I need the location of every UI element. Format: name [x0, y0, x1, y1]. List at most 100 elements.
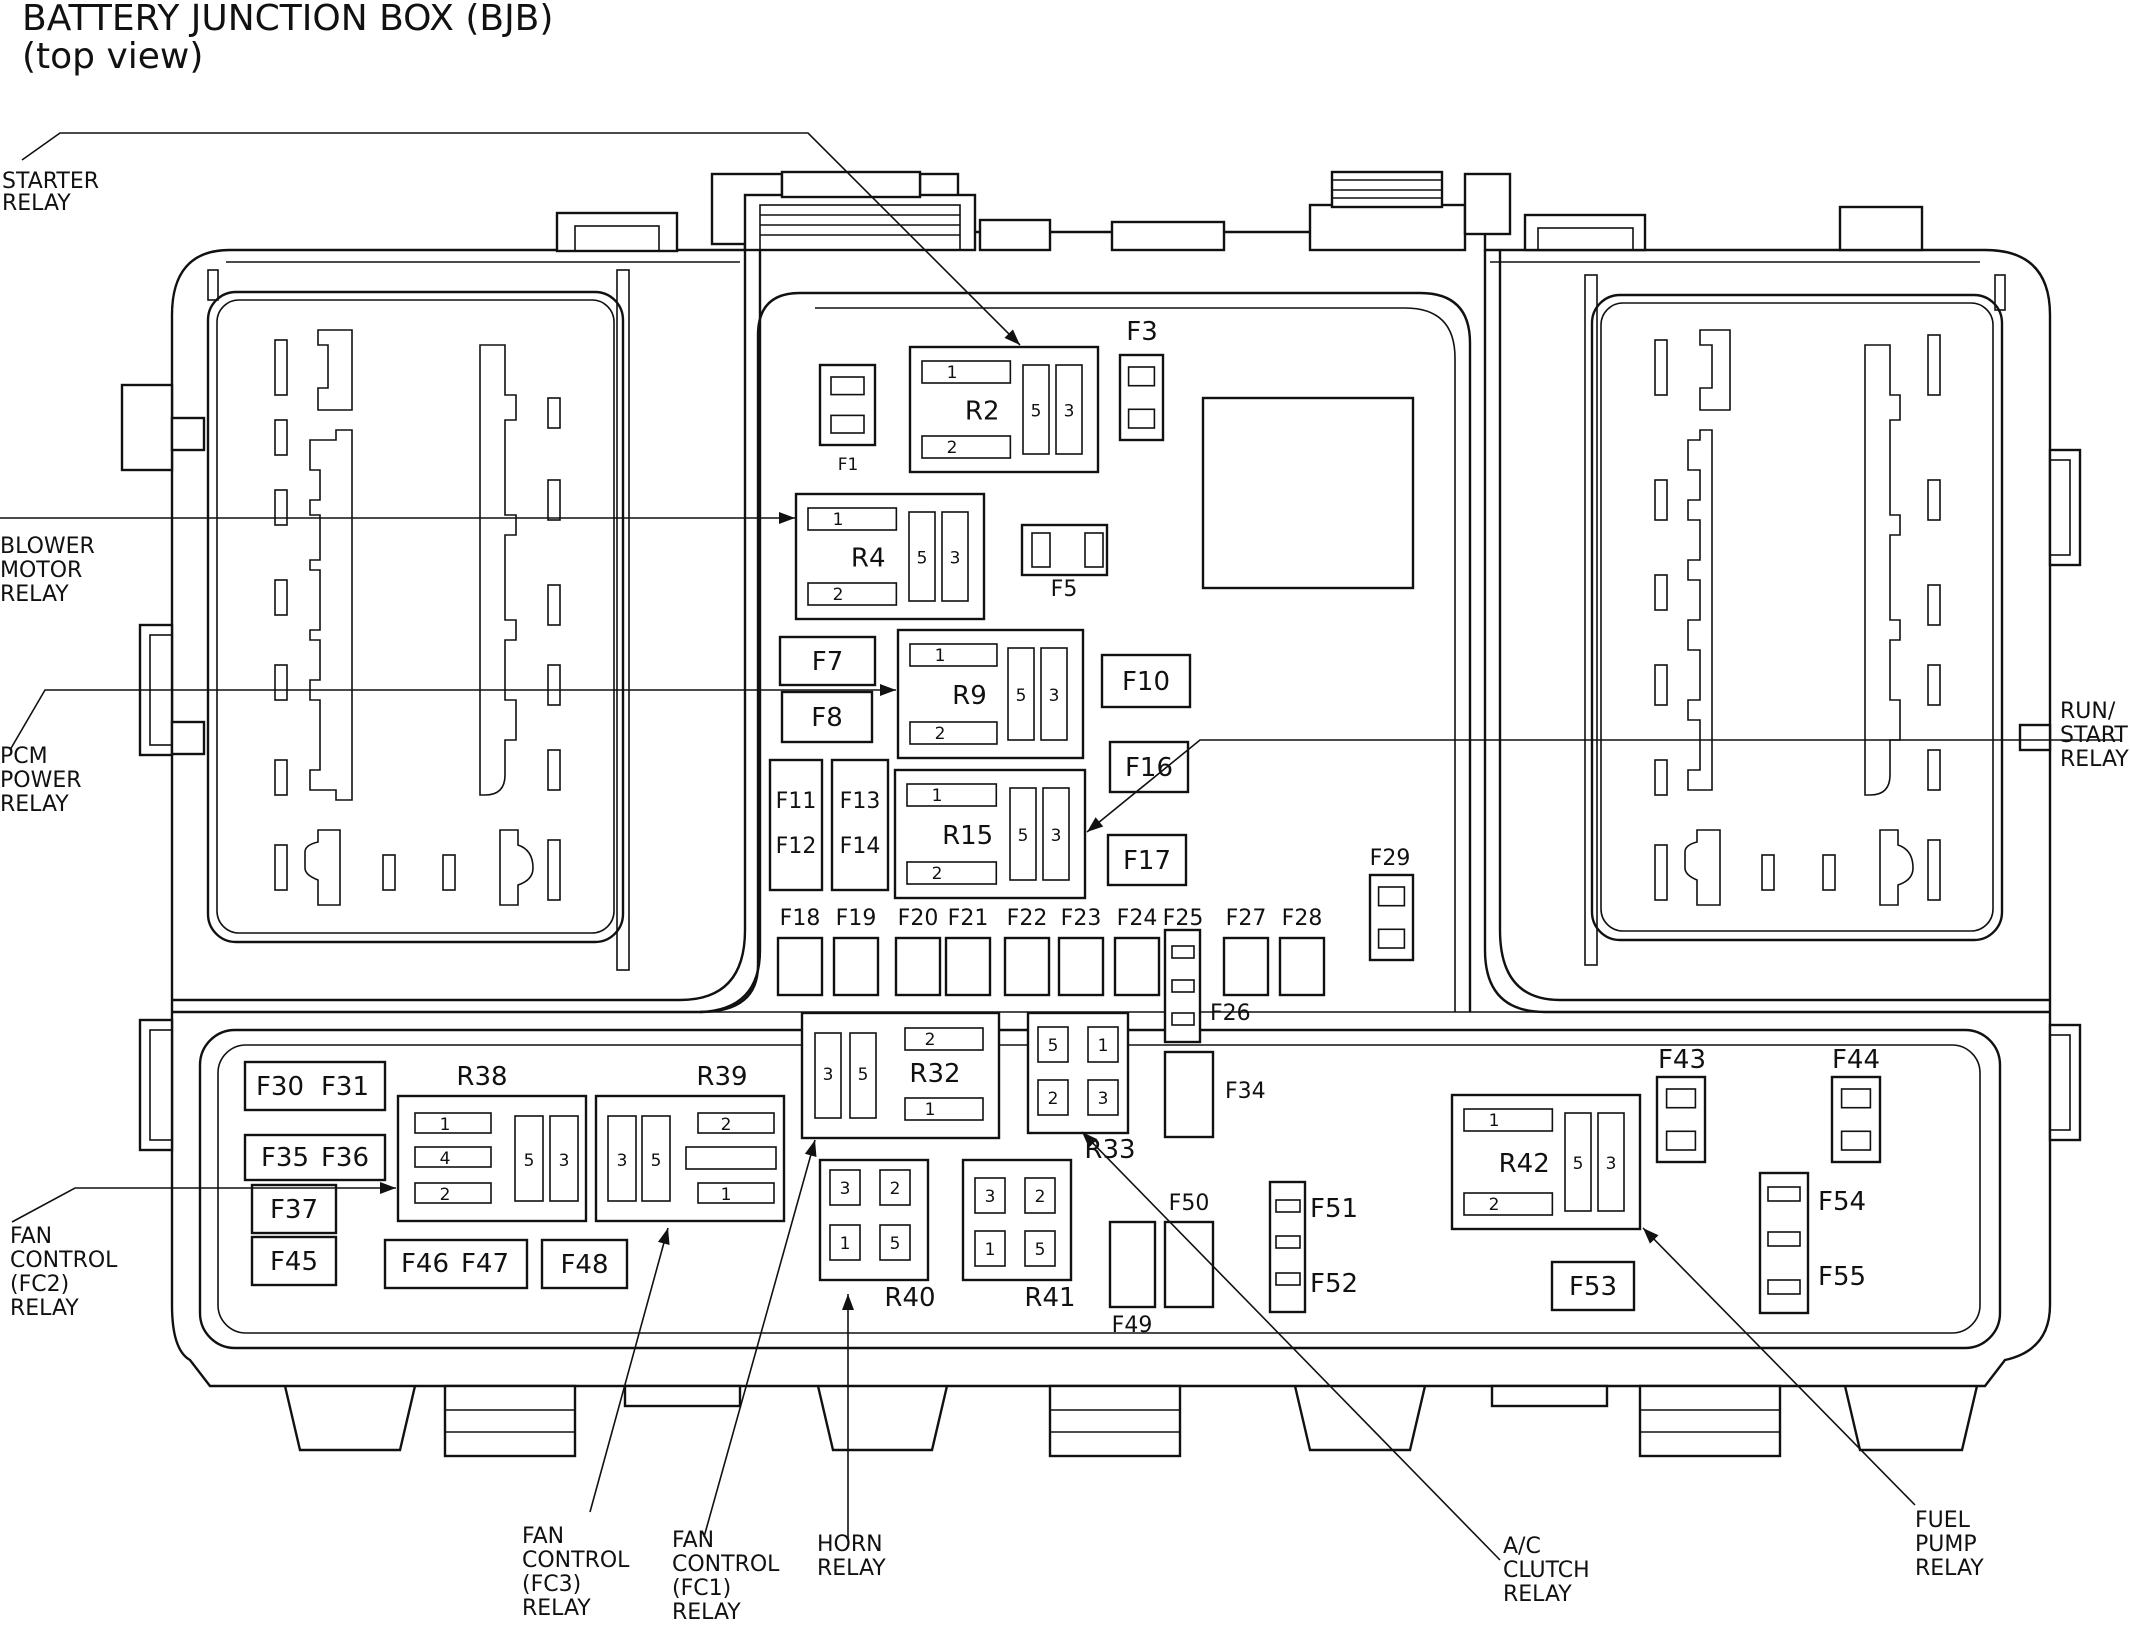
fuse-label: F29: [1370, 846, 1411, 871]
label-text: 2: [721, 1115, 732, 1135]
svg-text:(FC1): (FC1): [672, 1576, 731, 1601]
leader-starter-relay-arrowhead: [1004, 329, 1020, 345]
leader-fc2-relay-arrowhead: [380, 1182, 396, 1194]
fuse-f10: F10: [1100, 653, 1192, 709]
fuse-f45: F45: [250, 1235, 338, 1287]
label-text: 1: [1489, 1111, 1500, 1131]
label-text: F35: [261, 1143, 309, 1173]
fuse-f43: F43: [1655, 1045, 1707, 1164]
relay-label: R40: [884, 1283, 935, 1313]
fuse-f7: F7: [778, 635, 877, 687]
fuse-label: F45: [270, 1247, 318, 1277]
label-text: 1: [721, 1185, 732, 1205]
leader-fc3-relay-arrowhead: [657, 1228, 670, 1246]
leader-run-start-relay-line: [1086, 739, 2120, 833]
svg-text:CLUTCH: CLUTCH: [1503, 1558, 1590, 1583]
fuse-f1: F1: [818, 363, 877, 475]
label-text: 2: [833, 585, 844, 605]
label-text: F14: [840, 834, 881, 859]
fuse-label: F37: [270, 1195, 318, 1225]
fuse-label: F26: [1210, 1001, 1251, 1026]
leader-fuel-pump-relay-line: [1642, 1227, 1916, 1506]
svg-text:HORN: HORN: [817, 1532, 883, 1557]
svg-text:PUMP: PUMP: [1915, 1532, 1977, 1557]
relay-label: R15: [942, 821, 993, 851]
label-text: 2: [925, 1030, 936, 1050]
leader-starter-relay-line: [21, 132, 1021, 346]
fuse-label: F20: [898, 906, 939, 931]
svg-text:RELAY: RELAY: [817, 1556, 886, 1581]
fuse-label: F50: [1169, 1191, 1210, 1216]
label-text: 3: [1606, 1154, 1617, 1174]
relay-label: R38: [456, 1062, 507, 1092]
fuse-label: F55: [1818, 1262, 1866, 1292]
callout-run-start-relay: RUN/ START RELAY: [2060, 699, 2129, 772]
fuse-label: F53: [1569, 1272, 1617, 1302]
svg-text:RELAY: RELAY: [1915, 1556, 1984, 1581]
label-text: F13: [840, 789, 881, 814]
leader-ac-clutch-relay: [1081, 1131, 1501, 1561]
housing-outline: [120, 170, 2082, 1458]
callout-pcm-power-relay: PCM POWER RELAY: [0, 744, 82, 817]
svg-text:CONTROL: CONTROL: [522, 1548, 630, 1573]
fuse-label: F52: [1310, 1269, 1358, 1299]
label-text: F46: [401, 1249, 449, 1279]
leader-blower-motor-relay-arrowhead: [779, 512, 795, 524]
leader-fc1-relay-arrowhead: [804, 1140, 817, 1158]
svg-text:CONTROL: CONTROL: [672, 1552, 780, 1577]
fuse-label: F21: [948, 906, 989, 931]
leader-pcm-power-relay-line: [9, 689, 896, 751]
relay-label: R4: [851, 544, 886, 574]
leader-pcm-power-relay: [9, 684, 896, 751]
label-text: 2: [935, 724, 946, 744]
label-text: 2: [932, 864, 943, 884]
leader-horn-relay-arrowhead: [842, 1294, 854, 1310]
svg-text:CONTROL: CONTROL: [10, 1248, 118, 1273]
svg-text:(FC2): (FC2): [10, 1272, 69, 1297]
leader-fc1-relay: [703, 1139, 817, 1538]
leader-ac-clutch-relay-line: [1081, 1131, 1501, 1561]
fuse-f44: F44: [1830, 1045, 1882, 1164]
label-text: 5: [890, 1234, 901, 1254]
label-text: 1: [925, 1100, 936, 1120]
svg-text:RELAY: RELAY: [10, 1296, 79, 1321]
fuse-label: F7: [812, 647, 844, 677]
fuse-label: F54: [1818, 1187, 1866, 1217]
svg-text:FAN: FAN: [522, 1524, 564, 1549]
fuse-label: F17: [1123, 846, 1171, 876]
callout-fan-control-fc2-relay: FAN CONTROL (FC2) RELAY: [10, 1224, 118, 1321]
svg-text:RELAY: RELAY: [1503, 1582, 1572, 1607]
svg-text:STARTER: STARTER: [2, 169, 99, 194]
fuse-f3: F3: [1118, 317, 1165, 442]
label-text: 1: [947, 363, 958, 383]
label-text: 5: [524, 1151, 535, 1171]
center-compartment: [699, 291, 1472, 1014]
label-text: 1: [840, 1234, 851, 1254]
label-text: 3: [985, 1187, 996, 1207]
callout-horn-relay: HORN RELAY: [817, 1532, 886, 1581]
fuse-f21: F21: [944, 906, 992, 997]
left-connector-panel: [172, 250, 762, 1014]
label-text: 4: [440, 1149, 451, 1169]
svg-text:FAN: FAN: [10, 1224, 52, 1249]
fuse-f28: F28: [1278, 906, 1326, 997]
svg-text:RUN/: RUN/: [2060, 699, 2116, 724]
fuse-label: F48: [560, 1250, 608, 1280]
svg-text:RELAY: RELAY: [2, 191, 71, 216]
leader-blower-motor-relay: [0, 512, 795, 524]
label-text: 3: [559, 1151, 570, 1171]
label-text: 5: [1016, 686, 1027, 706]
fuse-f24: F24: [1113, 906, 1161, 997]
label-text: F12: [776, 834, 817, 859]
svg-text:START: START: [2060, 723, 2128, 748]
label-text: 2: [1035, 1187, 1046, 1207]
